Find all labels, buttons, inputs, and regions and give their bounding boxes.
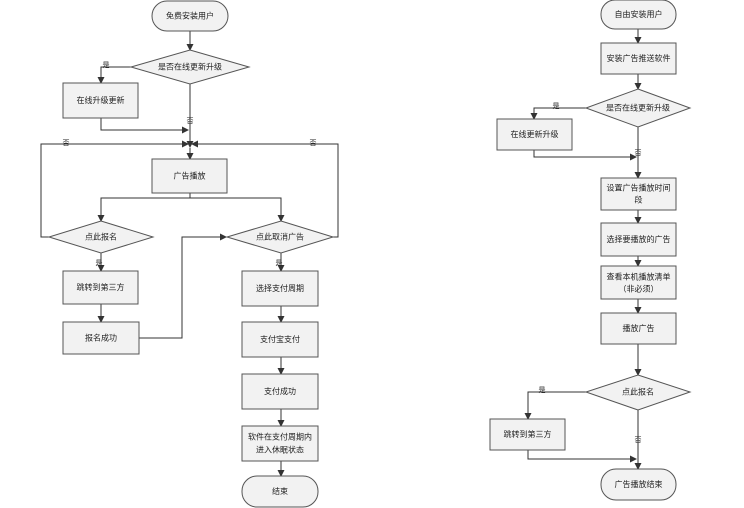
r-end-label: 广告播放结束 bbox=[615, 479, 663, 489]
end-node: 结束 bbox=[241, 475, 319, 508]
left-connectors bbox=[40, 31, 339, 477]
play-ad-label: 广告播放 bbox=[174, 171, 206, 181]
alipay-process: 支付宝支付 bbox=[241, 321, 319, 358]
r-start-node: 自由安装用户 bbox=[600, 0, 677, 30]
r-install-label: 安装广告推送软件 bbox=[607, 53, 671, 63]
r-update-decision-label: 是否在线更新升级 bbox=[606, 103, 670, 113]
pay-success-label: 支付成功 bbox=[264, 386, 296, 396]
r-update-label: 在线更新升级 bbox=[511, 129, 559, 139]
play-ad-process: 广告播放 bbox=[151, 158, 228, 194]
r-play-label: 播放广告 bbox=[623, 323, 655, 333]
r-jump-label: 跳转到第三方 bbox=[504, 429, 552, 439]
cancel-yes-label: 是 bbox=[276, 259, 283, 267]
r-play-process: 播放广告 bbox=[600, 312, 677, 345]
r-update-process: 在线更新升级 bbox=[496, 118, 573, 151]
update-decision-label: 是否在线更新升级 bbox=[158, 62, 222, 72]
right-flowchart: 自由安装用户 安装广告推送软件 是否在线更新升级 在线更新升级 设置广告播放时间… bbox=[489, 0, 692, 501]
signup-yes-label: 是 bbox=[96, 259, 103, 267]
r-set-time-label-line1: 设置广告播放时间 bbox=[607, 183, 671, 193]
r-signup-no-label: 否 bbox=[635, 436, 642, 444]
r-jump-process: 跳转到第三方 bbox=[489, 418, 566, 451]
r-view-list-process: 查看本机播放清单 （非必须） bbox=[600, 265, 677, 300]
r-start-label: 自由安装用户 bbox=[615, 9, 663, 19]
r-view-list-label-line2: （非必须） bbox=[619, 284, 659, 294]
start-node: 免费安装用户 bbox=[151, 0, 229, 32]
r-signup-decision: 点此报名 bbox=[584, 374, 692, 411]
r-update-decision: 是否在线更新升级 bbox=[584, 88, 692, 128]
update-no-label: 否 bbox=[187, 117, 194, 125]
cancel-no-label: 否 bbox=[310, 139, 317, 147]
r-update-no-label: 否 bbox=[635, 149, 642, 157]
update-process-label: 在线升级更新 bbox=[77, 95, 125, 105]
jump-third-party-process: 跳转到第三方 bbox=[62, 270, 139, 305]
signup-decision-label: 点此报名 bbox=[85, 232, 117, 242]
r-signup-yes-label: 是 bbox=[539, 386, 546, 394]
signup-success-label: 报名成功 bbox=[85, 333, 117, 343]
r-update-yes-label: 是 bbox=[553, 102, 560, 110]
r-install-process: 安装广告推送软件 bbox=[600, 42, 677, 75]
pay-success-process: 支付成功 bbox=[241, 373, 319, 410]
right-connectors bbox=[524, 29, 642, 470]
left-flowchart: 免费安装用户 是否在线更新升级 在线升级更新 广告播放 点此报名 跳转到第三方 … bbox=[40, 0, 339, 508]
sleep-process: 软件在支付周期内 进入休眠状态 bbox=[241, 425, 319, 462]
end-label: 结束 bbox=[272, 486, 288, 496]
choose-period-label: 选择支付周期 bbox=[256, 283, 304, 293]
cancel-ad-decision: 点此取消广告 bbox=[225, 220, 335, 254]
r-choose-ad-process: 选择要播放的广告 bbox=[600, 222, 677, 257]
sleep-label-line1: 软件在支付周期内 bbox=[248, 432, 312, 442]
right-branch-labels: 是 否 是 否 bbox=[539, 102, 642, 444]
r-view-list-label-line1: 查看本机播放清单 bbox=[607, 272, 671, 282]
alipay-label: 支付宝支付 bbox=[260, 334, 300, 344]
update-process: 在线升级更新 bbox=[62, 82, 139, 119]
jump-third-party-label: 跳转到第三方 bbox=[77, 282, 125, 292]
cancel-ad-decision-label: 点此取消广告 bbox=[256, 232, 304, 242]
r-set-time-label-line2: 段 bbox=[635, 195, 643, 205]
update-yes-label: 是 bbox=[103, 61, 110, 69]
r-end-node: 广告播放结束 bbox=[600, 468, 677, 501]
signup-success-process: 报名成功 bbox=[62, 321, 140, 355]
choose-period-process: 选择支付周期 bbox=[241, 270, 319, 307]
r-signup-decision-label: 点此报名 bbox=[622, 387, 654, 397]
start-label: 免费安装用户 bbox=[166, 11, 214, 21]
signup-decision: 点此报名 bbox=[47, 220, 155, 254]
left-branch-labels: 是 否 否 否 是 是 bbox=[63, 61, 317, 267]
r-choose-ad-label: 选择要播放的广告 bbox=[607, 234, 671, 244]
sleep-label-line2: 进入休眠状态 bbox=[256, 445, 304, 455]
signup-no-label: 否 bbox=[63, 139, 70, 147]
r-set-time-process: 设置广告播放时间 段 bbox=[600, 177, 677, 211]
update-decision: 是否在线更新升级 bbox=[129, 49, 251, 85]
